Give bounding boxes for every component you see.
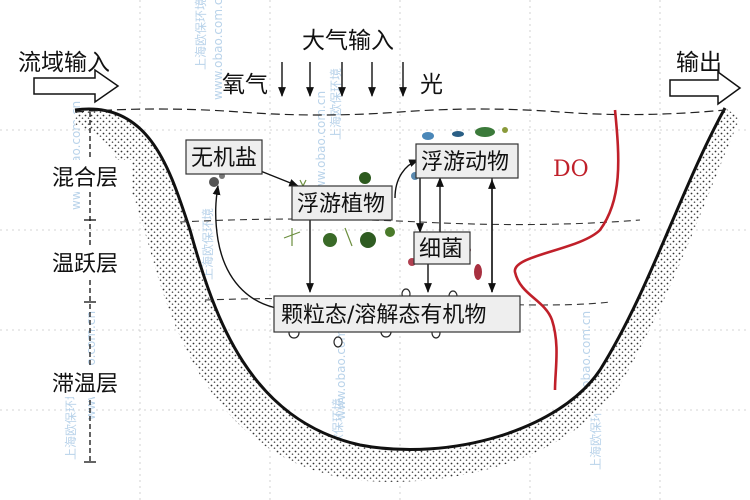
output-label: 输出 (676, 50, 722, 76)
lake-sediment (75, 108, 740, 482)
phytoplankton-organisms (209, 172, 395, 248)
water-surface (74, 108, 726, 116)
box-bacteria (413, 231, 471, 265)
box-bacteria-label: 细菌 (419, 237, 463, 262)
svg-text:上海欧保环境: 上海欧保环境 (193, 0, 208, 70)
atmospheric-input-label: 大气输入 (302, 28, 394, 54)
do-curve (513, 109, 620, 391)
box-inorganic-salt (185, 139, 263, 175)
do-label: DO (553, 157, 589, 182)
output-arrow (669, 70, 742, 106)
atmospheric-arrows (278, 62, 407, 97)
thermocline-top (179, 218, 641, 226)
layer-label-hypolimnion: 滞温层 (52, 372, 118, 397)
svg-text:www.obao.com.cn: www.obao.com.cn (211, 0, 225, 100)
box-zooplankton-label: 浮游动物 (421, 150, 509, 175)
box-organic-matter-label: 颗粒态/溶解态有机物 (281, 303, 486, 328)
light-label: 光 (420, 72, 443, 98)
process-arrows (212, 159, 496, 311)
svg-text:上海欧保环境: 上海欧保环境 (328, 68, 343, 140)
layer-label-mixed: 混合层 (52, 166, 118, 191)
box-inorganic-salt-label: 无机盐 (191, 146, 257, 171)
oxygen-label: 氧气 (222, 72, 268, 98)
box-phytoplankton-label: 浮游植物 (297, 192, 385, 217)
lake-bed-line (74, 107, 727, 452)
box-zooplankton (415, 143, 519, 179)
box-organic-matter (273, 295, 521, 333)
watershed-input-arrow (33, 68, 120, 104)
svg-text:www.obao.com.cn: www.obao.com.cn (314, 91, 328, 200)
layer-label-thermocline: 温跃层 (52, 252, 118, 277)
box-phytoplankton (291, 185, 393, 221)
svg-text:上海欧保环境: 上海欧保环境 (200, 208, 215, 280)
svg-text:上海欧保环境: 上海欧保环境 (63, 388, 78, 460)
